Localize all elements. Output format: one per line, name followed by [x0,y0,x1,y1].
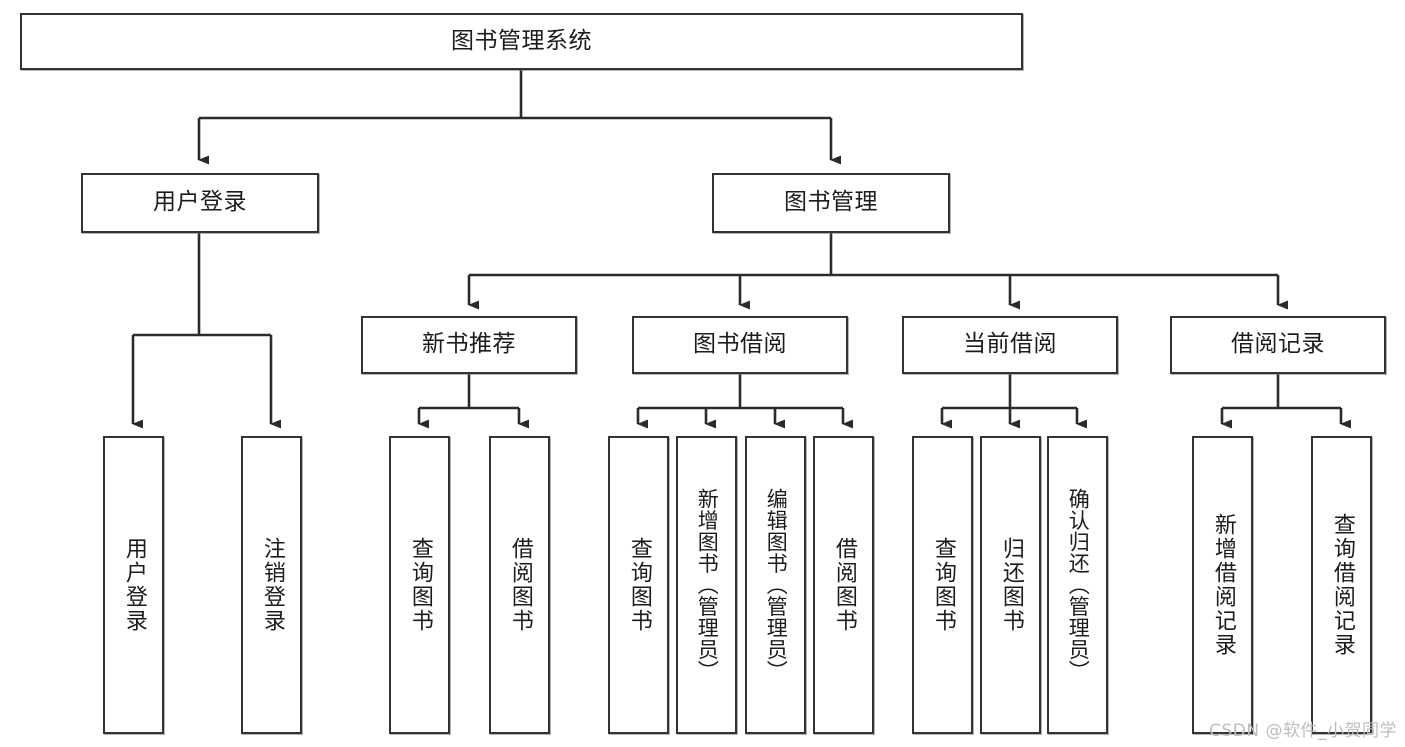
node-leaf-user-login-label: 用户登录 [121,537,147,633]
node-root-label: 图书管理系统 [451,27,592,54]
node-borrow-record[interactable]: 借阅记录 [1170,316,1386,374]
node-leaf-user-logout[interactable]: 注销登录 [241,436,302,734]
node-leaf-query-record[interactable]: 查询借阅记录 [1311,436,1372,734]
node-current-borrow-label: 当前借阅 [963,331,1057,358]
node-leaf-borrow-book-1-label: 借阅图书 [507,537,533,633]
node-leaf-return-book[interactable]: 归还图书 [980,436,1041,734]
node-book-borrow[interactable]: 图书借阅 [632,316,848,374]
node-leaf-user-login[interactable]: 用户登录 [103,436,164,734]
node-leaf-user-logout-label: 注销登录 [259,537,285,633]
node-leaf-add-record[interactable]: 新增借阅记录 [1192,436,1253,734]
node-leaf-return-book-label: 归还图书 [998,537,1024,633]
node-leaf-edit-book-label: 编辑图书（管理员） [764,488,789,682]
node-leaf-query-book-3[interactable]: 查询图书 [912,436,973,734]
node-leaf-borrow-book-1[interactable]: 借阅图书 [489,436,550,734]
node-current-borrow[interactable]: 当前借阅 [902,316,1118,374]
node-user-login[interactable]: 用户登录 [81,173,319,233]
node-borrow-record-label: 借阅记录 [1231,331,1325,358]
node-book-manage-label: 图书管理 [784,189,878,216]
node-book-manage[interactable]: 图书管理 [712,173,950,233]
csdn-watermark: CSDN @软件_小贺同学 [1209,721,1397,741]
node-new-book-recommend-label: 新书推荐 [422,331,516,358]
node-leaf-edit-book[interactable]: 编辑图书（管理员） [745,436,806,734]
node-leaf-query-book-1[interactable]: 查询图书 [389,436,450,734]
node-leaf-borrow-book-2-label: 借阅图书 [831,537,857,633]
node-leaf-add-book[interactable]: 新增图书（管理员） [676,436,737,734]
node-user-login-label: 用户登录 [153,189,247,216]
node-leaf-query-record-label: 查询借阅记录 [1329,513,1355,657]
node-root[interactable]: 图书管理系统 [20,13,1023,70]
node-leaf-confirm-return-label: 确认归还（管理员） [1066,488,1091,682]
node-new-book-recommend[interactable]: 新书推荐 [361,316,577,374]
node-leaf-query-book-1-label: 查询图书 [407,537,433,633]
node-leaf-query-book-3-label: 查询图书 [930,537,956,633]
node-book-borrow-label: 图书借阅 [693,331,787,358]
node-leaf-confirm-return[interactable]: 确认归还（管理员） [1047,436,1108,734]
node-leaf-add-record-label: 新增借阅记录 [1210,513,1236,657]
node-leaf-borrow-book-2[interactable]: 借阅图书 [813,436,874,734]
node-leaf-query-book-2-label: 查询图书 [626,537,652,633]
node-leaf-add-book-label: 新增图书（管理员） [695,488,720,682]
node-leaf-query-book-2[interactable]: 查询图书 [608,436,669,734]
